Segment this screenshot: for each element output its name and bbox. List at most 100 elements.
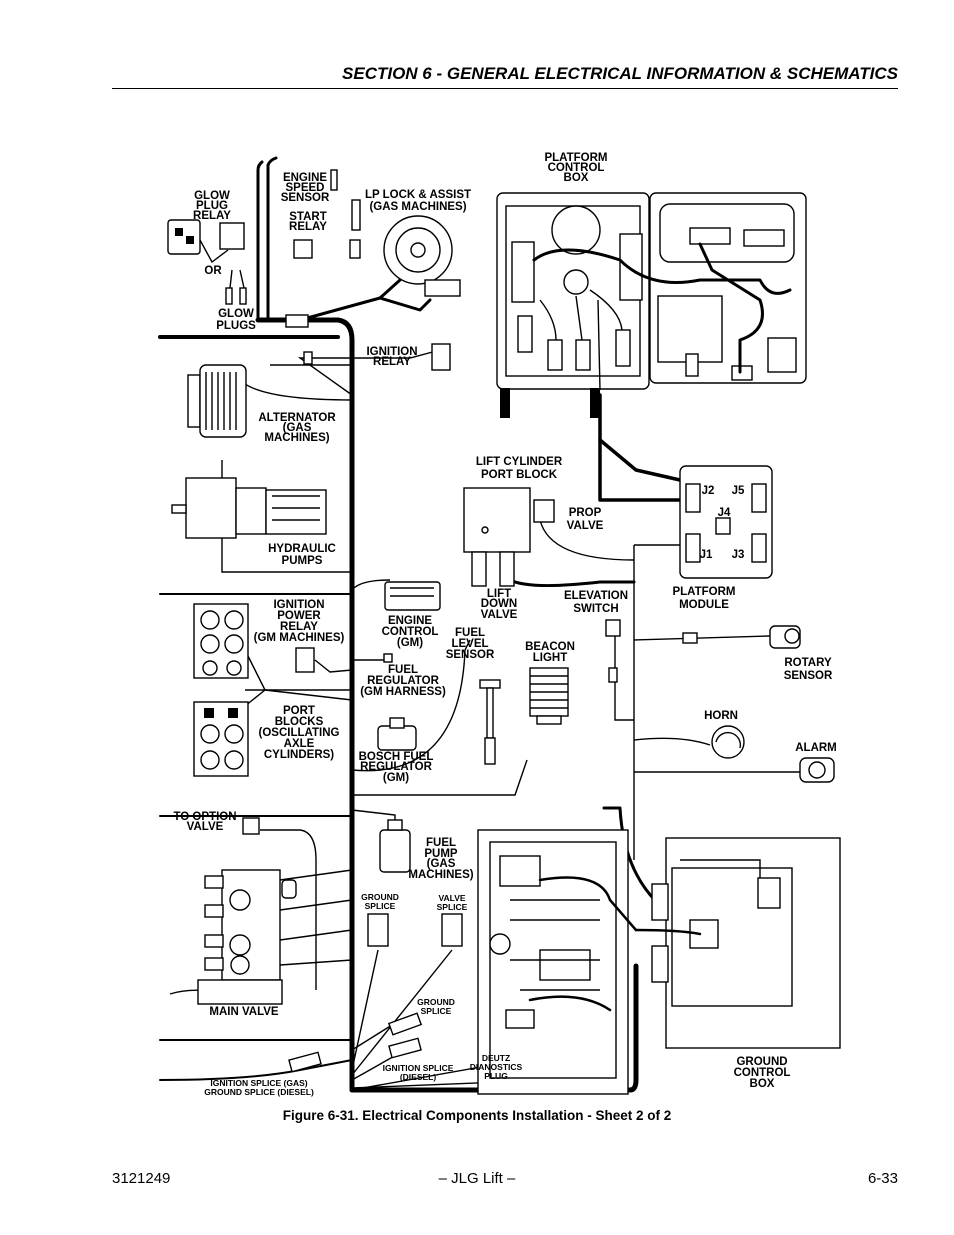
label-start-relay: START <box>289 211 326 223</box>
fuel-regulator <box>383 653 393 663</box>
label-ignition-splice-diesel: IGNITION SPLICE <box>383 1063 454 1073</box>
label-j5: J5 <box>732 485 745 497</box>
fuel-level-sensor <box>479 679 501 765</box>
figure-caption: Figure 6-31. Electrical Components Insta… <box>282 1108 672 1123</box>
ignition-power-relay-block <box>193 603 315 679</box>
label-glow-plugs: GLOW <box>218 308 254 320</box>
label-j4: J4 <box>718 507 731 519</box>
fuel-pump <box>379 819 411 873</box>
main-valve <box>197 869 297 1005</box>
label-ignition-power-relay: IGNITION <box>273 599 324 611</box>
platform-module <box>679 465 773 579</box>
label-beacon-light: BEACON <box>525 641 575 653</box>
label-rotary-sensor: ROTARY <box>784 657 832 669</box>
label-j3: J3 <box>732 549 745 561</box>
label-engine-control: ENGINE <box>388 615 432 627</box>
svg-text:IGNITION SPLICE (GAS)GROUND SP: IGNITION SPLICE (GAS)GROUND SPLICE (DIES… <box>204 1078 314 1097</box>
label-port-blocks: PORT <box>283 705 315 717</box>
lift-cylinder-port-block <box>463 487 555 587</box>
label-alarm: ALARM <box>795 742 837 754</box>
label-ground-control-box: GROUND <box>736 1056 787 1068</box>
ground-control-box <box>477 829 841 1095</box>
label-ground-splice-top: GROUND <box>361 892 399 902</box>
label-lift-down-valve: LIFT <box>487 588 511 600</box>
label-valve-splice: VALVE <box>438 893 465 903</box>
platform-control-box <box>496 192 807 418</box>
valve-splice <box>441 913 463 947</box>
label-lp-lock: LP LOCK & ASSIST <box>365 189 471 201</box>
label-j2: J2 <box>702 485 715 497</box>
header-rule <box>112 88 898 89</box>
svg-text:IGNITION SPLICE(DIESEL): IGNITION SPLICE(DIESEL) <box>383 1063 454 1082</box>
label-main-valve: MAIN VALVE <box>209 1006 279 1018</box>
engine-control <box>384 581 441 611</box>
footer-page-number: 6-33 <box>867 1170 898 1187</box>
label-fuel-regulator: FUEL <box>388 664 418 676</box>
section-title: SECTION 6 - GENERAL ELECTRICAL INFORMATI… <box>342 64 898 83</box>
hydraulic-pumps <box>171 477 327 539</box>
glow-plug-relay <box>167 219 245 264</box>
label-engine-speed-sensor: ENGINE <box>283 172 327 184</box>
ignition-relay <box>303 343 451 371</box>
label-or: OR <box>204 265 222 277</box>
label-hydraulic-pumps: HYDRAULIC <box>268 543 336 555</box>
label-j1: J1 <box>700 549 713 561</box>
rotary-sensor <box>682 625 801 649</box>
label-platform-module: PLATFORM <box>672 586 735 598</box>
label-lift-cylinder-port-block: LIFT CYLINDER <box>476 456 563 468</box>
engine-speed-sensor <box>285 169 338 328</box>
label-fuel-level-sensor: FUEL <box>455 627 485 639</box>
label-horn: HORN <box>704 710 738 722</box>
label-bosch-fuel-regulator: BOSCH FUEL <box>359 751 434 763</box>
elevation-switch <box>605 619 621 683</box>
ignition-splice-diesel <box>388 1037 422 1059</box>
ground-splice-bottom <box>387 1012 423 1036</box>
glow-plugs <box>225 269 247 305</box>
label-glow-plug-relay-1: GLOW <box>194 190 230 202</box>
lp-lock-assist <box>349 199 461 297</box>
label-prop-valve: PROP <box>569 507 602 519</box>
bosch-fuel-regulator <box>377 717 417 751</box>
alternator <box>187 364 247 438</box>
label-ignition-relay: IGNITION <box>366 346 417 358</box>
option-valve-connector <box>242 817 260 835</box>
alarm <box>799 757 835 783</box>
label-ground-splice-bottom: GROUND <box>417 997 455 1007</box>
label-alternator: ALTERNATOR <box>258 412 336 424</box>
label-fuel-pump: FUEL <box>426 837 456 849</box>
beacon-light <box>529 667 569 725</box>
svg-text:LP LOCK & ASSIST(GAS MACHINES): LP LOCK & ASSIST(GAS MACHINES) <box>365 189 471 213</box>
footer-brand: – JLG Lift – <box>438 1170 516 1187</box>
label-platform-control-box: PLATFORM <box>544 152 607 164</box>
ignition-splice-gas <box>288 1051 322 1073</box>
label-elevation-switch: ELEVATION <box>564 590 628 602</box>
